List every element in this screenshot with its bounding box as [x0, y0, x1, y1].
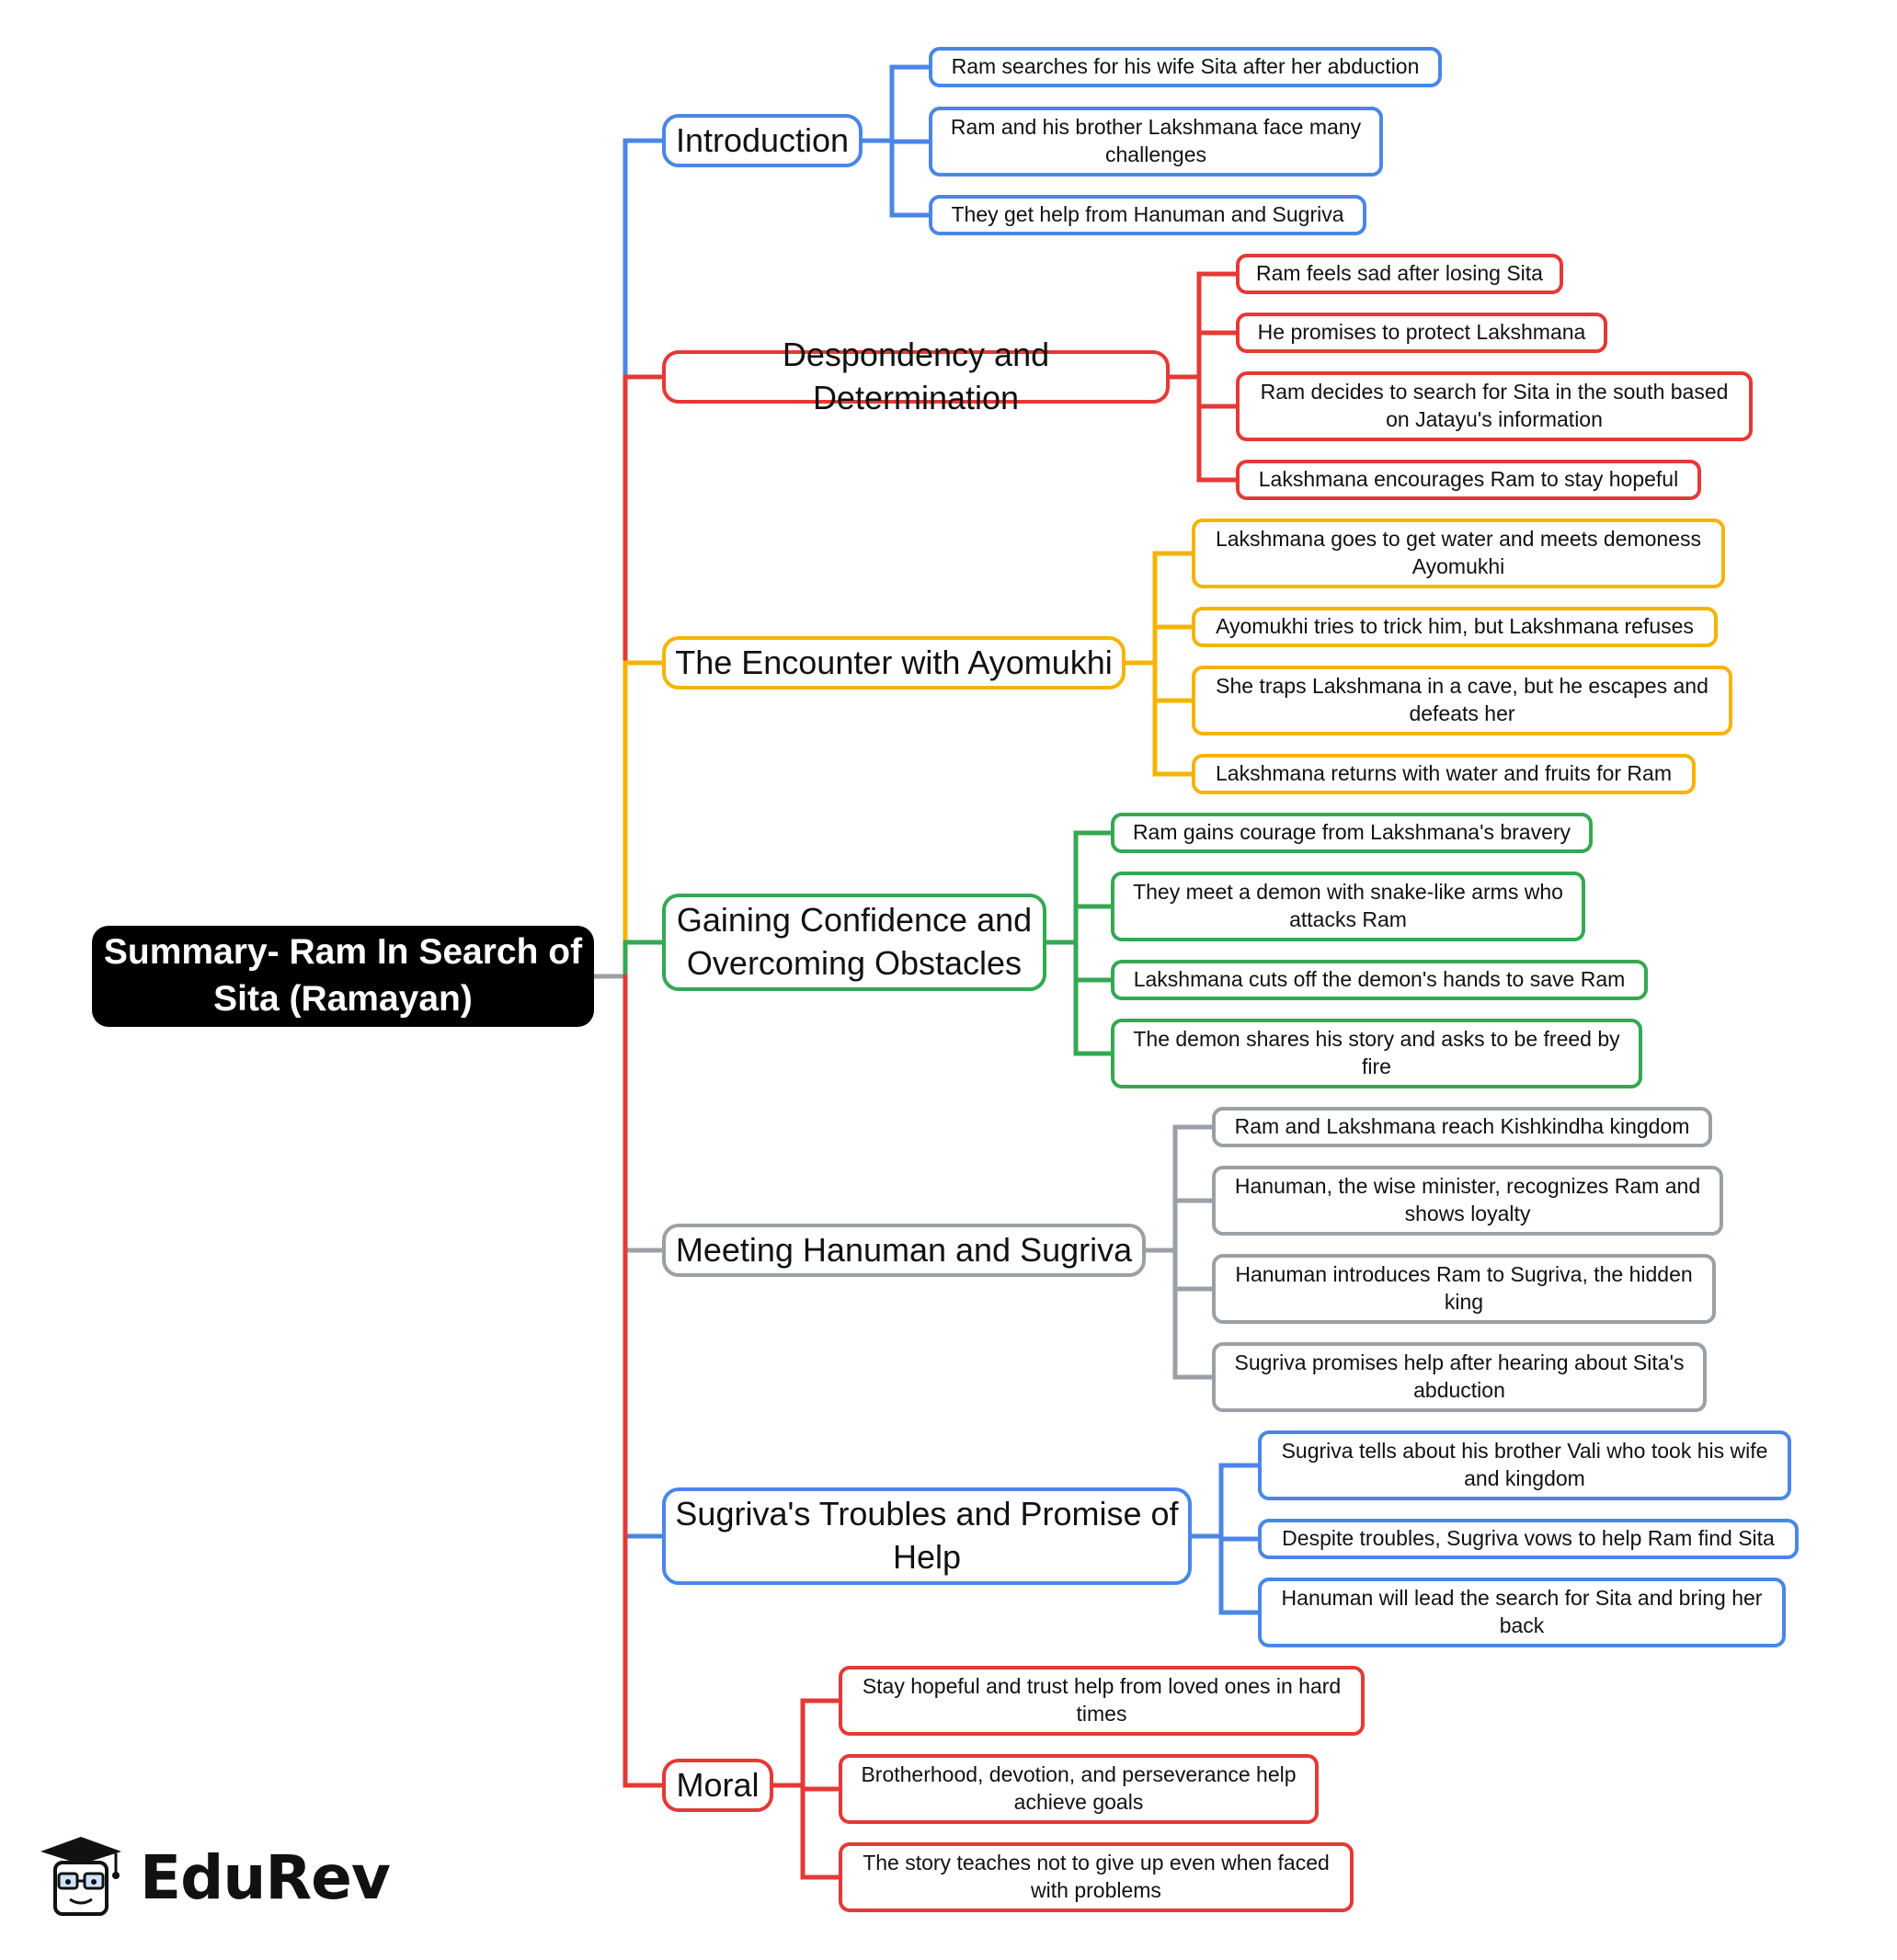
leaf-item: Ayomukhi tries to trick him, but Lakshma… [1192, 607, 1718, 647]
edurev-logo: EduRev [35, 1831, 391, 1924]
branch-despondency: Despondency and Determination [662, 336, 1170, 416]
leaf-item: Sugriva promises help after hearing abou… [1212, 1342, 1707, 1412]
leaf-item: Sugriva tells about his brother Vali who… [1258, 1430, 1791, 1500]
branch-label: Sugriva's Troubles and Promise of Help [675, 1495, 1179, 1576]
leaf-item: Lakshmana goes to get water and meets de… [1192, 518, 1725, 588]
leaf-item: They meet a demon with snake-like arms w… [1111, 872, 1585, 941]
graduate-mascot-icon [35, 1831, 127, 1924]
leaf-item: Despite troubles, Sugriva vows to help R… [1258, 1519, 1799, 1559]
leaf-item: Brotherhood, devotion, and perseverance … [839, 1754, 1319, 1824]
root-topic: Summary- Ram In Search of Sita (Ramayan) [92, 926, 594, 1027]
leaf-item: Stay hopeful and trust help from loved o… [839, 1666, 1365, 1736]
branch-introduction: Introduction [662, 114, 863, 167]
branch-moral: Moral [662, 1759, 773, 1812]
leaf-item: They get help from Hanuman and Sugriva [929, 195, 1366, 235]
branch-gaining-confidence: Gaining Confidence and Overcoming Obstac… [662, 894, 1046, 991]
branch-sugriva-troubles: Sugriva's Troubles and Promise of Help [662, 1487, 1192, 1585]
leaf-item: Hanuman introduces Ram to Sugriva, the h… [1212, 1254, 1716, 1324]
leaf-item: Hanuman, the wise minister, recognizes R… [1212, 1166, 1723, 1236]
leaf-item: Ram gains courage from Lakshmana's brave… [1111, 813, 1593, 853]
branch-label: Introduction [675, 120, 850, 159]
leaf-item: He promises to protect Lakshmana [1236, 313, 1607, 353]
leaf-item: Ram decides to search for Sita in the so… [1236, 371, 1753, 441]
branch-label: Despondency and Determination [782, 336, 1050, 416]
branch-label: Meeting Hanuman and Sugriva [675, 1230, 1133, 1269]
branch-label: Gaining Confidence and Overcoming Obstac… [676, 901, 1033, 982]
logo-text: EduRev [140, 1841, 391, 1913]
leaf-item: Ram searches for his wife Sita after her… [929, 47, 1442, 87]
leaf-item: The demon shares his story and asks to b… [1111, 1019, 1642, 1088]
root-topic-label: Summary- Ram In Search of Sita (Ramayan) [103, 932, 583, 1019]
leaf-item: Lakshmana encourages Ram to stay hopeful [1236, 460, 1701, 500]
branch-ayomukhi: The Encounter with Ayomukhi [662, 636, 1126, 689]
leaf-item: Ram and Lakshmana reach Kishkindha kingd… [1212, 1107, 1712, 1147]
branch-label: The Encounter with Ayomukhi [675, 643, 1113, 681]
leaf-item: Lakshmana cuts off the demon's hands to … [1111, 960, 1648, 1000]
branch-label: Moral [676, 1765, 760, 1804]
leaf-item: Ram feels sad after losing Sita [1236, 254, 1563, 294]
leaf-item: She traps Lakshmana in a cave, but he es… [1192, 666, 1732, 735]
leaf-item: Hanuman will lead the search for Sita an… [1258, 1578, 1786, 1647]
leaf-item: Lakshmana returns with water and fruits … [1192, 754, 1696, 794]
leaf-item: Ram and his brother Lakshmana face many … [929, 107, 1383, 177]
branch-meeting-hanuman: Meeting Hanuman and Sugriva [662, 1224, 1146, 1277]
leaf-item: The story teaches not to give up even wh… [839, 1842, 1354, 1912]
